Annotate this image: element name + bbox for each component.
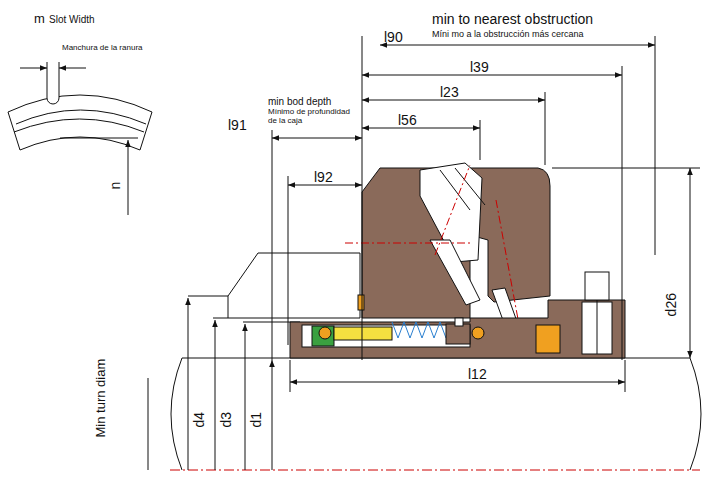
casing [188, 253, 360, 322]
dimension-label: l92 [314, 170, 333, 185]
dimension-note: Min turn diam [94, 359, 108, 438]
dimension-label: l23 [440, 85, 459, 100]
cartridge [290, 272, 625, 358]
dimension-label: d3 [219, 412, 234, 428]
dimension-label: l12 [468, 367, 487, 382]
dimension-note: min to nearest obstruction [432, 12, 593, 27]
dimension-label: d4 [192, 412, 207, 428]
dimension-note: min bod depth [268, 96, 331, 107]
shaft [170, 358, 701, 470]
dimension-label: l90 [384, 30, 403, 45]
dimension-label: n [108, 182, 123, 190]
slot-dim-label: Manchura de la ranura [62, 44, 143, 53]
dimension-label: l56 [398, 113, 417, 128]
dimension-label: l91 [228, 118, 247, 133]
slot-detail [8, 62, 152, 215]
dimension-label: d1 [249, 412, 264, 428]
dimension-note: Mínimo de profundidad de la caja [268, 108, 360, 126]
dimension-lines [148, 36, 700, 470]
gland [345, 163, 550, 334]
dimension-note: Míni mo a la obstrucción más cercana [432, 30, 584, 40]
slot-dim-label: Slot Width [49, 14, 95, 25]
slot-dim-label: m [34, 12, 45, 26]
dimension-label: d26 [664, 293, 679, 316]
dimension-label: l39 [470, 60, 489, 75]
